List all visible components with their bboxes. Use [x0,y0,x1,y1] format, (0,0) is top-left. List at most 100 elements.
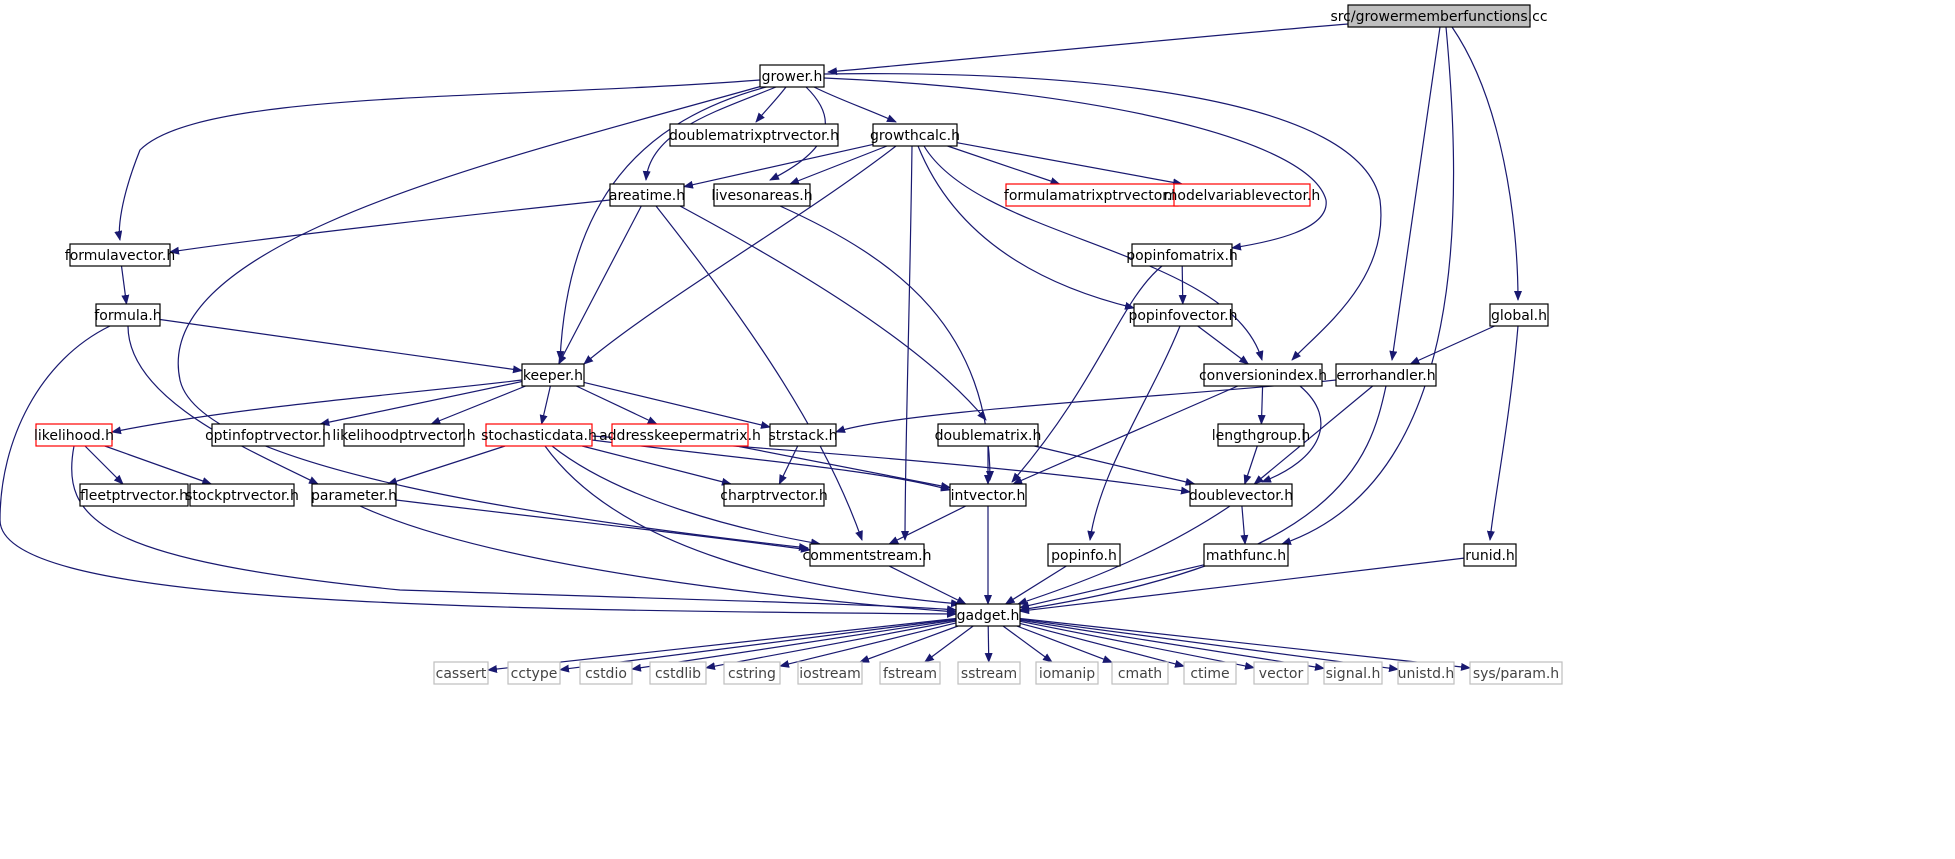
node-mathfunc[interactable]: mathfunc.h [1203,543,1289,567]
node-keeper[interactable]: keeper.h [521,363,585,387]
node-label: likelihood.h [34,428,114,444]
edge-gadget-to-cstring [779,622,957,668]
node-root: src/growermemberfunctions.cc [1330,4,1548,28]
node-popinfovector[interactable]: popinfovector.h [1128,303,1238,327]
node-optinfoptrvector[interactable]: optinfoptrvector.h [205,423,331,447]
edge-line [827,23,1349,76]
node-box [723,661,781,685]
edge-line [705,620,957,671]
node-label: vector [1259,666,1304,682]
node-growthcalc[interactable]: growthcalc.h [870,123,960,147]
node-doublevector[interactable]: doublevector.h [1189,483,1293,507]
node-fmpv[interactable]: formulamatrixptrvector.h [1004,183,1180,207]
node-strstack[interactable]: strstack.h [768,423,838,447]
node-formula[interactable]: formula.h [94,303,162,327]
edge-growthcalc-to-conversionindex [923,145,1264,361]
edge-parameter-to-commentstream [395,499,811,553]
edge-line [859,625,959,663]
node-label: formulamatrixptrvector.h [1004,188,1180,204]
node-box [955,603,1021,627]
node-cstdio: cstdio [579,661,633,685]
node-stochasticdata[interactable]: stochasticdata.h [481,423,597,447]
node-box [1131,243,1233,267]
node-box [949,483,1027,507]
edge-gadget-to-vector [1019,620,1255,670]
node-global[interactable]: global.h [1489,303,1549,327]
edge-strstack-to-charptrvector [778,445,799,485]
node-fleetptrvector[interactable]: fleetptrvector.h [79,483,189,507]
node-iomanip: iomanip [1035,661,1099,685]
edge-line [923,145,1264,361]
node-label: cassert [436,666,487,682]
edge-line [1240,505,1249,545]
node-doublematrix[interactable]: doublematrix.h [935,423,1042,447]
edge-grower-to-keeper [556,85,771,361]
node-intvector[interactable]: intvector.h [949,483,1027,507]
node-likelihoodptrvector[interactable]: likelihoodptrvector.h [332,423,476,447]
node-commentstream[interactable]: commentstream.h [803,543,932,567]
edge-line [755,86,787,123]
edge-line [789,145,888,185]
edge-areatime-to-formulavector [169,199,611,255]
node-label: doublematrixptrvector.h [669,128,839,144]
node-mvv[interactable]: modelvariablevector.h [1164,183,1321,207]
node-charptrvector[interactable]: charptrvector.h [720,483,828,507]
node-runid[interactable]: runid.h [1463,543,1517,567]
node-addresskeepermatrix[interactable]: addresskeepermatrix.h [599,423,761,447]
edge-global-to-runid [1486,325,1519,541]
node-vector: vector [1253,661,1309,685]
edge-doublevector-to-gadget [1017,505,1231,605]
node-areatime[interactable]: areatime.h [609,183,685,207]
edge-areatime-to-keeper [558,205,642,365]
node-label: formulavector.h [65,248,175,264]
node-box [1335,363,1437,387]
node-dmpv[interactable]: doublematrixptrvector.h [669,123,839,147]
node-box [957,661,1021,685]
node-grower[interactable]: grower.h [759,64,825,88]
node-popinfo[interactable]: popinfo.h [1047,543,1121,567]
node-box [79,483,189,507]
node-label: cstdlib [655,666,701,682]
edge-line [642,86,777,181]
node-label: runid.h [1465,548,1515,564]
edge-mathfunc-to-gadget [1019,564,1205,610]
edge-line [1012,385,1239,485]
node-likelihood[interactable]: likelihood.h [34,423,114,447]
node-label: popinfo.h [1051,548,1117,564]
node-label: keeper.h [523,368,583,384]
node-stockptrvector[interactable]: stockptrvector.h [185,483,299,507]
node-box [759,64,825,88]
node-popinfomatrix[interactable]: popinfomatrix.h [1126,243,1238,267]
edge-line [551,445,821,547]
edge-commentstream-to-gadget [888,565,967,605]
edge-addresskeepermatrix-to-intvector [736,445,951,490]
node-label: errorhandler.h [1336,368,1435,384]
edge-grower-to-dmpv [755,86,787,123]
node-box [713,183,811,207]
node-label: charptrvector.h [720,488,827,504]
node-errorhandler[interactable]: errorhandler.h [1335,363,1437,387]
node-parameter[interactable]: parameter.h [311,483,397,507]
node-formulavector[interactable]: formulavector.h [65,243,175,267]
node-conversionindex[interactable]: conversionindex.h [1199,363,1327,387]
node-lengthgroup[interactable]: lengthgroup.h [1212,423,1311,447]
edge-intvector-to-commentstream [888,505,967,545]
node-label: cctype [511,666,558,682]
edge-line [947,145,1061,185]
edge-line [71,445,957,614]
edge-line [1253,385,1374,485]
node-box [669,123,839,147]
edge-line [104,445,213,485]
node-gadget[interactable]: gadget.h [955,603,1021,627]
edge-growthcalc-to-fmpv [947,145,1061,185]
node-box [1047,543,1121,567]
edge-popinfo-to-gadget [1004,565,1067,605]
edge-line [956,142,1183,187]
edge-formulavector-to-formula [120,265,130,305]
node-label: signal.h [1326,666,1381,682]
node-box [611,423,749,447]
edge-line [736,445,951,490]
edge-gadget-to-ctime [1019,622,1185,668]
node-livesonareas[interactable]: livesonareas.h [711,183,813,207]
node-label: strstack.h [768,428,837,444]
